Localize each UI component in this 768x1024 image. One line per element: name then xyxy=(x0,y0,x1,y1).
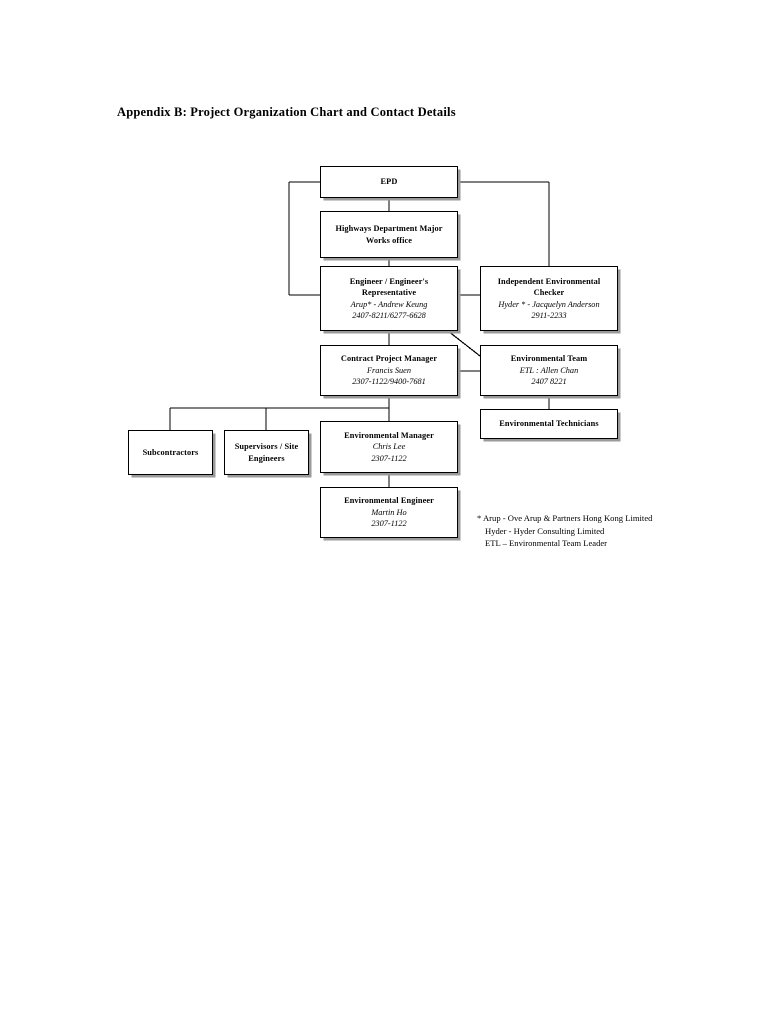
node-subcontractors[interactable]: Subcontractors xyxy=(128,430,213,475)
node-environmental-technicians-title: Environmental Technicians xyxy=(499,419,599,429)
node-environmental-manager-person: Chris Lee xyxy=(372,442,406,452)
node-iec-title: Independent Environmental Checker xyxy=(497,276,601,298)
node-engineer-tel: 2407-8211/6277-6628 xyxy=(352,311,426,320)
node-cpm-title: Contract Project Manager xyxy=(340,354,438,364)
node-environmental-team-person: ETL : Allen Chan xyxy=(519,365,579,375)
node-environmental-manager-title: Environmental Manager xyxy=(344,430,434,440)
node-subcontractors-title: Subcontractors xyxy=(142,447,199,457)
node-environmental-engineer-person: Martin Ho xyxy=(371,507,407,517)
node-contract-project-manager[interactable]: Contract Project Manager Francis Suen 23… xyxy=(320,345,458,396)
node-iec-tel: 2911-2233 xyxy=(531,311,567,320)
organization-chart: EPD Highways Department Major Works offi… xyxy=(128,166,652,550)
node-highways-department[interactable]: Highways Department Major Works office xyxy=(320,211,458,258)
node-independent-environmental-checker[interactable]: Independent Environmental Checker Hyder … xyxy=(480,266,618,331)
node-cpm-tel: 2307-1122/9400-7681 xyxy=(352,377,426,387)
node-environmental-technicians[interactable]: Environmental Technicians xyxy=(480,409,618,439)
node-environmental-team[interactable]: Environmental Team ETL : Allen Chan 2407… xyxy=(480,345,618,396)
connector-lines xyxy=(169,181,550,487)
node-environmental-team-tel: 2407 8221 xyxy=(531,377,567,387)
node-environmental-team-title: Environmental Team xyxy=(510,354,588,364)
node-environmental-manager-tel: 2307-1122 xyxy=(371,453,407,463)
node-environmental-engineer[interactable]: Environmental Engineer Martin Ho 2307-11… xyxy=(320,487,458,538)
legend-line-etl: ETL – Environmental Team Leader xyxy=(485,538,608,549)
node-cpm-person: Francis Suen xyxy=(366,365,411,375)
node-highways-department-title: Highways Department Major Works office xyxy=(335,224,443,245)
node-epd[interactable]: EPD xyxy=(320,166,458,198)
node-iec-person: Hyder * - Jacquelyn Anderson xyxy=(498,299,600,309)
node-environmental-engineer-tel: 2307-1122 xyxy=(371,519,407,529)
node-engineer[interactable]: Engineer / Engineer's Representative Aru… xyxy=(320,266,458,331)
node-epd-title: EPD xyxy=(380,177,398,187)
page-title: Appendix B: Project Organization Chart a… xyxy=(117,105,456,119)
node-engineer-title: Engineer / Engineer's Representative xyxy=(349,276,429,298)
node-environmental-engineer-title: Environmental Engineer xyxy=(344,496,434,506)
legend: * Arup - Ove Arup & Partners Hong Kong L… xyxy=(477,512,652,550)
node-environmental-manager[interactable]: Environmental Manager Chris Lee 2307-112… xyxy=(320,421,458,473)
legend-line-arup: * Arup - Ove Arup & Partners Hong Kong L… xyxy=(477,513,653,523)
node-supervisors-title: Supervisors / Site Engineers xyxy=(234,442,299,463)
legend-line-hyder: Hyder - Hyder Consulting Limited xyxy=(485,525,605,536)
node-engineer-person: Arup* - Andrew Keung xyxy=(350,299,428,309)
node-supervisors[interactable]: Supervisors / Site Engineers xyxy=(224,430,309,475)
